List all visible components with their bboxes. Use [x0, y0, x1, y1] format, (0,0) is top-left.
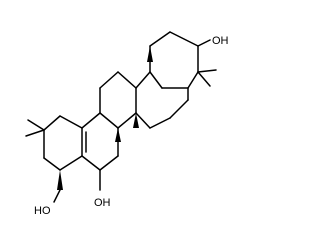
- bond: [99, 71, 119, 89]
- bond: [149, 31, 171, 47]
- ring-c: [99, 71, 137, 129]
- wedge-bond: [57, 170, 63, 190]
- ring-a: [149, 31, 199, 89]
- gem-dimethyl-left: [25, 119, 45, 137]
- bond: [187, 71, 199, 89]
- hydroxyl-label: OH: [94, 197, 111, 209]
- bond: [25, 129, 45, 137]
- hydroxyl-label: HO: [34, 205, 51, 217]
- bond: [135, 71, 151, 89]
- bond: [169, 31, 199, 47]
- bond: [59, 155, 83, 171]
- ch2oh-group: HO: [34, 170, 63, 217]
- oh-group-top-right: OH: [197, 35, 229, 47]
- bond: [197, 39, 211, 47]
- gem-dimethyl-right: [197, 69, 217, 87]
- bond: [149, 71, 163, 89]
- bond: [53, 189, 61, 203]
- wedge-bond: [147, 46, 153, 62]
- methyls: [115, 46, 153, 142]
- oh-group-bottom: OH: [94, 169, 111, 209]
- bond: [81, 155, 101, 171]
- molecule-structure: OH HO OH: [25, 31, 229, 217]
- ring-b: [135, 71, 189, 129]
- bond: [59, 115, 83, 129]
- bond: [149, 117, 171, 129]
- molecule-canvas: OH HO OH: [25, 31, 229, 217]
- bond: [135, 112, 151, 129]
- bond: [43, 157, 61, 171]
- bond: [99, 155, 119, 171]
- bond: [117, 71, 137, 89]
- bond: [117, 112, 137, 129]
- bond: [99, 112, 119, 129]
- hydroxyl-label: OH: [212, 35, 229, 47]
- bond: [169, 99, 189, 119]
- bond: [197, 71, 211, 87]
- wedge-bond: [133, 113, 139, 128]
- wedge-bond: [115, 128, 121, 142]
- bond: [27, 119, 45, 131]
- bond: [43, 115, 61, 131]
- ring-d: [81, 112, 119, 171]
- bond: [197, 69, 217, 73]
- bond: [81, 112, 101, 129]
- ring-e: [43, 115, 83, 171]
